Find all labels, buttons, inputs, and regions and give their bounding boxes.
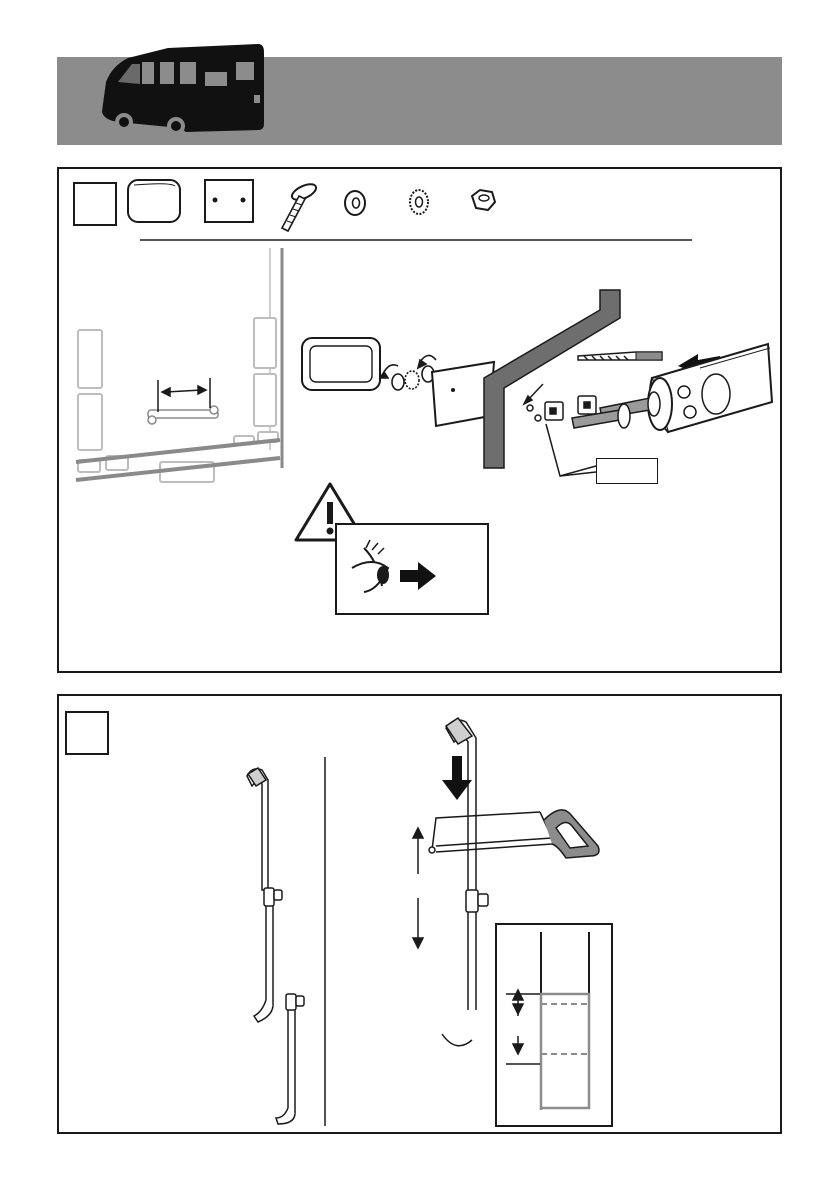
ladder-upright-assembly <box>247 768 304 1124</box>
detail-inset <box>496 924 612 1126</box>
hacksaw-icon <box>429 810 599 858</box>
magnifier-arc <box>442 1030 498 1046</box>
length-arrows <box>413 828 423 948</box>
